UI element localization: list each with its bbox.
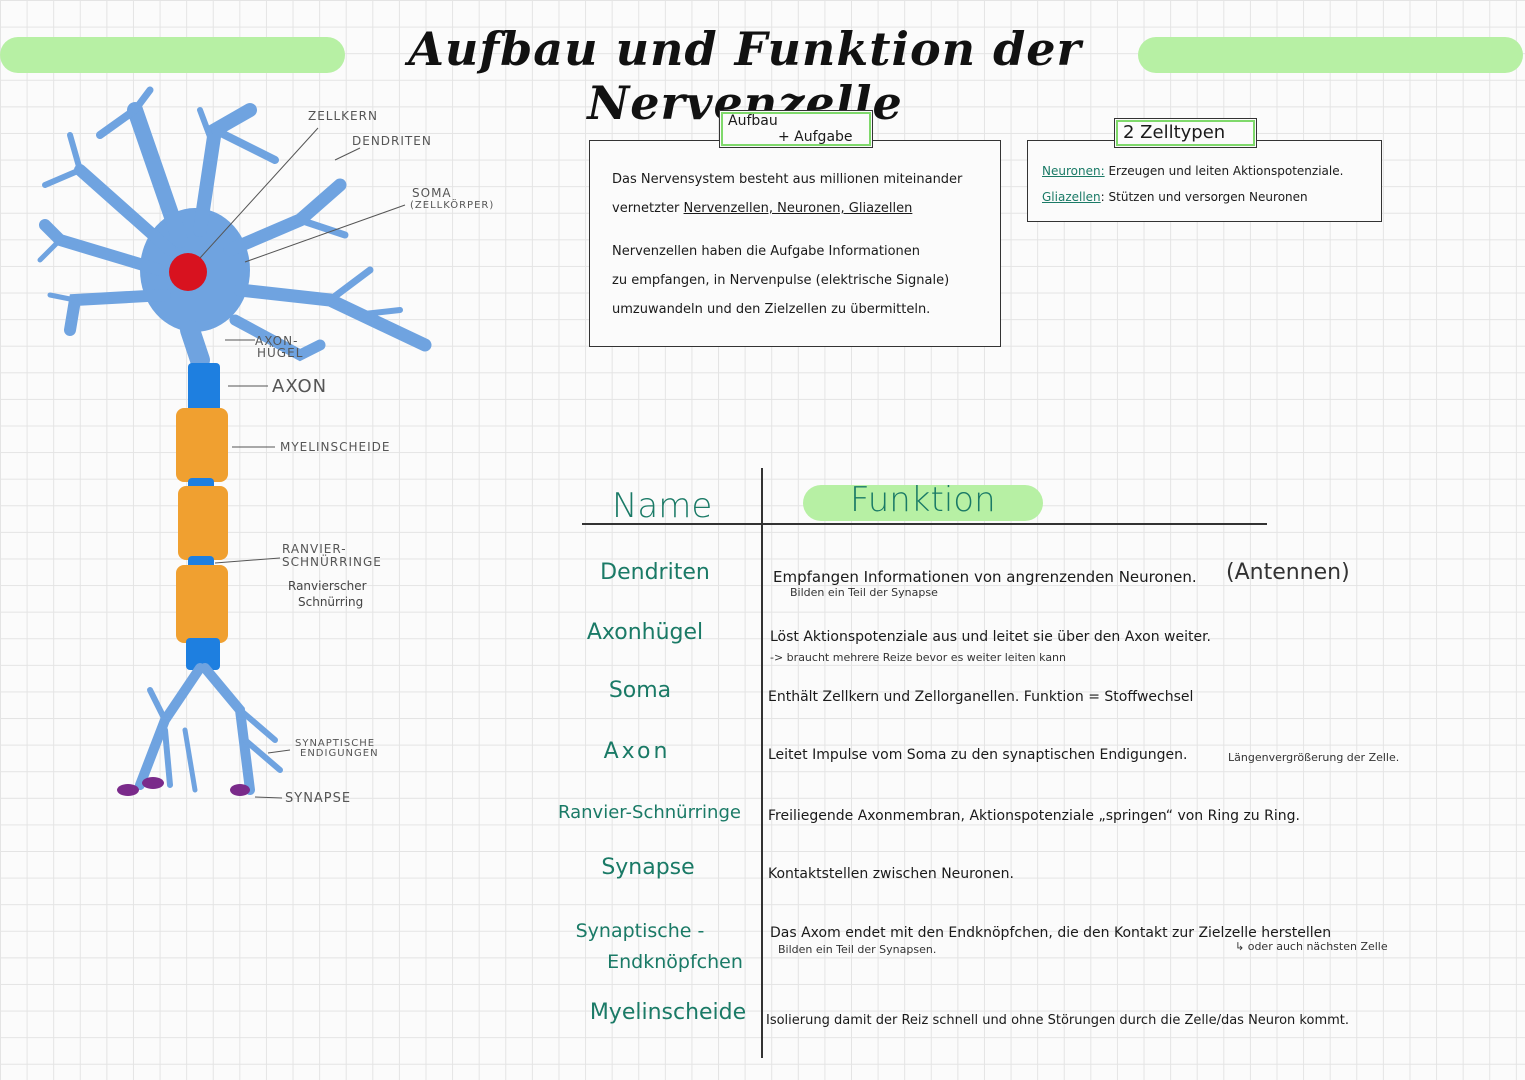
axon-end [186,638,220,670]
aufbau-tag-line-2: + Aufgabe [778,129,853,145]
myelin-sheath-3 [176,565,228,643]
axon-hillock [188,363,220,415]
row-name-axonhuegel: Axonhügel [586,620,704,645]
glia-text: : Stützen und versorgen Neuronen [1100,190,1308,204]
nucleus [169,253,207,291]
header-name: Name [612,486,713,526]
label-axonhuegel-2: HÜGEL [257,344,303,360]
axon-terminals [135,663,283,795]
glia-term: Gliazellen [1042,190,1101,204]
table-column-line [761,468,763,1058]
row-extra-axon: Längenvergrößerung der Zelle. [1228,751,1400,764]
zelltypen-tag: 2 Zelltypen [1114,118,1257,148]
aufbau-line-5: umzuwandeln und den Zielzellen zu übermi… [612,302,931,317]
aufbau-box: Das Nervensystem besteht aus millionen m… [589,140,1001,347]
label-soma: SOMA [412,186,452,200]
dendrite-tree [37,86,432,370]
row-extra-dendriten: (Antennen) [1226,560,1350,585]
page-title: Aufbau und Funktion der Nervenzelle [408,22,1082,130]
zelltypen-box: Neuronen: Erzeugen und leiten Aktionspot… [1027,140,1382,222]
label-ranvier-note-1: Ranvierscher [288,579,367,593]
label-axon: AXON [272,376,327,397]
row-name-ranvier: Ranvier-Schnürringe [558,802,741,823]
aufbau-line-3: Nervenzellen haben die Aufgabe Informati… [612,244,921,259]
myelin-sheath-1 [176,408,228,482]
row-funktion-dendriten: Empfangen Informationen von angrenzenden… [773,568,1197,586]
row-name-soma: Soma [608,678,672,703]
label-zellkern: ZELLKERN [308,109,378,123]
aufbau-line-1: Das Nervensystem besteht aus millionen m… [612,172,963,187]
funktion-highlight [803,485,1043,521]
row-name-axon: Axon [603,739,671,764]
row-name-synaptische-2: Endknöpfchen [607,951,743,973]
synapse-knob-1 [117,784,139,796]
label-myelinscheide: MYELINSCHEIDE [280,440,390,454]
row-name-synapse: Synapse [601,855,695,880]
row-funktion-ranvier: Freiliegende Axonmembran, Aktionspotenzi… [768,808,1300,824]
title-highlight-left [0,37,345,73]
header-funktion: Funktion [850,480,996,520]
label-soma-sub: (ZELLKÖRPER) [410,198,494,211]
synapse-knob-3 [230,784,250,796]
label-ranvier-2: SCHNÜRRINGE [282,553,382,569]
row-note-axonhuegel: -> braucht mehrere Reize bevor es weiter… [770,651,1067,664]
label-ranvier-note-2: Schnürring [298,595,363,609]
aufbau-line-2: vernetzter Nervenzellen, Neuronen, Gliaz… [612,201,913,216]
label-dendriten: DENDRITEN [352,134,432,148]
pointer-lines [199,127,406,799]
neuronen-term: Neuronen: [1042,164,1105,178]
aufbau-tag: Aufbau + Aufgabe [719,110,873,148]
label-synaptische-2: ENDIGUNGEN [300,748,379,759]
table-header-line [582,523,1267,525]
row-funktion-synapse: Kontaktstellen zwischen Neuronen. [768,866,1014,882]
aufbau-tag-line-1: Aufbau [728,113,778,129]
aufbau-line-4: zu empfangen, in Nervenpulse (elektrisch… [612,273,950,288]
row-funktion-axon: Leitet Impulse vom Soma zu den synaptisc… [768,747,1188,763]
row-note-dendriten: Bilden ein Teil der Synapse [790,586,938,599]
row-name-dendriten: Dendriten [600,560,710,585]
row-funktion-myelinscheide: Isolierung damit der Reiz schnell und oh… [766,1013,1349,1028]
aufbau-line-2-link: Nervenzellen, Neuronen, Gliazellen [683,201,913,216]
row-funktion-soma: Enthält Zellkern und Zellorganellen. Fun… [768,689,1194,705]
row-funktion-synaptische: Das Axom endet mit den Endknöpfchen, die… [770,925,1332,941]
row-name-synaptische-1: Synaptische - [575,920,705,942]
row-funktion-axonhuegel: Löst Aktionspotenziale aus und leitet si… [770,629,1212,645]
label-axonhuegel-1: AXON- [255,334,298,348]
row-extra-synaptische: ↳ oder auch nächsten Zelle [1235,940,1388,953]
row-name-myelinscheide: Myelinscheide [589,1000,747,1025]
neuronen-text: Erzeugen und leiten Aktionspotenziale. [1104,164,1344,178]
label-synapse: SYNAPSE [285,791,351,806]
row-note-synaptische: Bilden ein Teil der Synapsen. [778,943,937,956]
synapse-knob-2 [142,777,164,789]
title-highlight-right [1138,37,1523,73]
label-synaptische-1: SYNAPTISCHE [295,738,375,749]
neuron-diagram: ZELLKERN DENDRITEN SOMA (ZELLKÖRPER) AXO… [37,86,494,806]
label-ranvier-1: RANVIER- [282,542,347,556]
myelin-sheath-2 [178,486,228,560]
